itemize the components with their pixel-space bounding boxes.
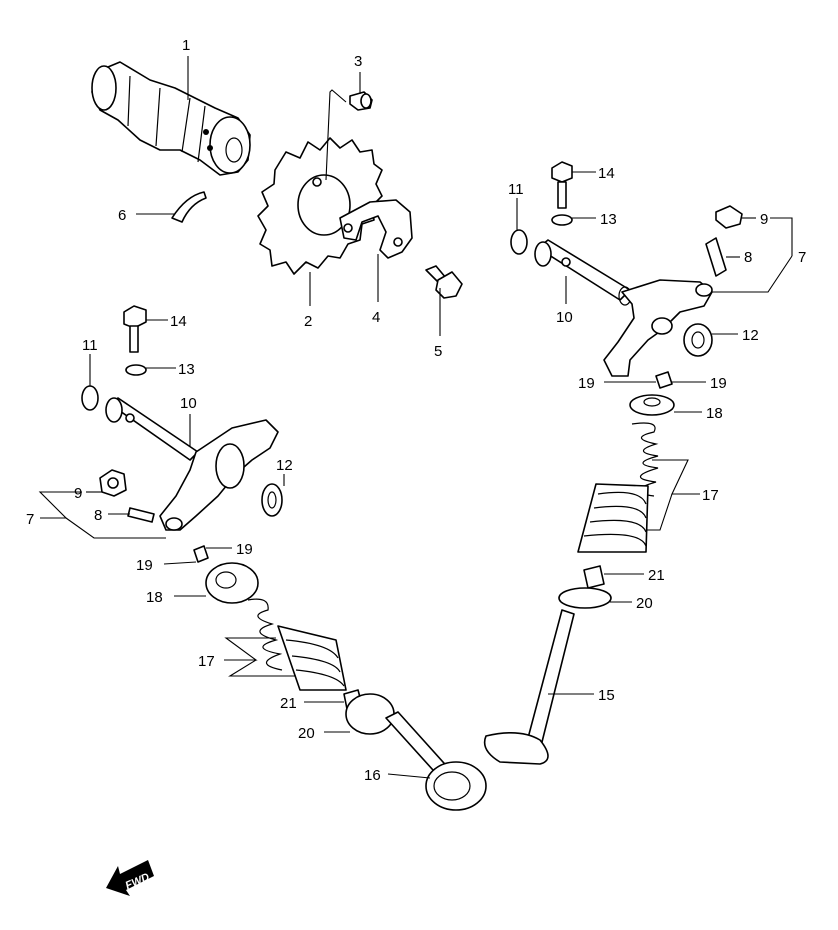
callout-19-left-a: 19 [236, 541, 253, 558]
bolt-right [551, 161, 573, 209]
leader-lines [38, 56, 793, 779]
callout-14-right: 14 [598, 165, 615, 182]
callout-8-right: 8 [744, 249, 752, 266]
callout-19-left-b: 19 [136, 557, 153, 574]
nut-right [715, 205, 743, 229]
callout-5: 5 [434, 343, 442, 360]
callout-3: 3 [354, 53, 362, 70]
callout-7-right: 7 [798, 249, 806, 266]
callout-2: 2 [304, 313, 312, 330]
callout-17-left: 17 [198, 653, 215, 670]
callout-13-left: 13 [178, 361, 195, 378]
cotter-left [193, 545, 209, 563]
sprocket-bolt [425, 265, 463, 299]
callout-12-left: 12 [276, 457, 293, 474]
fwd-arrow-icon: FWD [106, 860, 154, 896]
intake-valve [385, 711, 487, 811]
adjuster-screw-left [127, 507, 155, 523]
washer-left [125, 364, 147, 376]
callout-18-left: 18 [146, 589, 163, 606]
callout-13-right: 13 [600, 211, 617, 228]
callout-20-right: 20 [636, 595, 653, 612]
cam-sprocket [257, 137, 383, 275]
spring-seat-right [558, 587, 612, 609]
retainer-left [205, 562, 259, 604]
shim-right [683, 323, 713, 357]
spring-right [577, 422, 659, 553]
nut-left [99, 469, 127, 497]
callout-17-right: 17 [702, 487, 719, 504]
rocker-arm-right [603, 279, 713, 377]
callout-20-left: 20 [298, 725, 315, 742]
rocker-shaft-right [534, 239, 632, 306]
callout-9-left: 9 [74, 485, 82, 502]
spring-left [247, 598, 347, 691]
dowel-pin [349, 91, 373, 111]
callout-7-left: 7 [26, 511, 34, 528]
washer-right [551, 214, 573, 226]
callout-15: 15 [598, 687, 615, 704]
callout-19-right-b: 19 [710, 375, 727, 392]
callout-4: 4 [372, 309, 380, 326]
shim-left [261, 483, 283, 517]
callout-9-right: 9 [760, 211, 768, 228]
oring-right [510, 229, 528, 255]
camshaft-clip [171, 191, 207, 223]
callout-16: 16 [364, 767, 381, 784]
callout-8-left: 8 [94, 507, 102, 524]
cotter-right [655, 371, 673, 389]
retainer-right [629, 394, 675, 416]
callout-14-left: 14 [170, 313, 187, 330]
rocker-arm-left [159, 419, 279, 531]
callout-11-right: 11 [508, 181, 524, 198]
callout-21-right: 21 [648, 567, 665, 584]
seal-right [583, 565, 605, 589]
callout-6: 6 [118, 207, 126, 224]
adjuster-screw-right [705, 237, 727, 277]
callout-labels: 1 3 6 2 4 5 14 13 11 10 9 8 7 12 19 19 1… [26, 37, 806, 784]
callout-10-right: 10 [556, 309, 573, 326]
spring-seat-left [345, 693, 395, 735]
camshaft [91, 61, 251, 176]
oring-left [81, 385, 99, 411]
decompression-lever [339, 199, 413, 259]
callout-21-left: 21 [280, 695, 297, 712]
callout-12-right: 12 [742, 327, 759, 344]
callout-18-right: 18 [706, 405, 723, 422]
callout-10-left: 10 [180, 395, 197, 412]
callout-19-right-a: 19 [578, 375, 595, 392]
exhaust-valve [483, 609, 575, 765]
callout-1: 1 [182, 37, 190, 54]
callout-11-left: 11 [82, 337, 98, 354]
bolt-left [123, 305, 147, 353]
